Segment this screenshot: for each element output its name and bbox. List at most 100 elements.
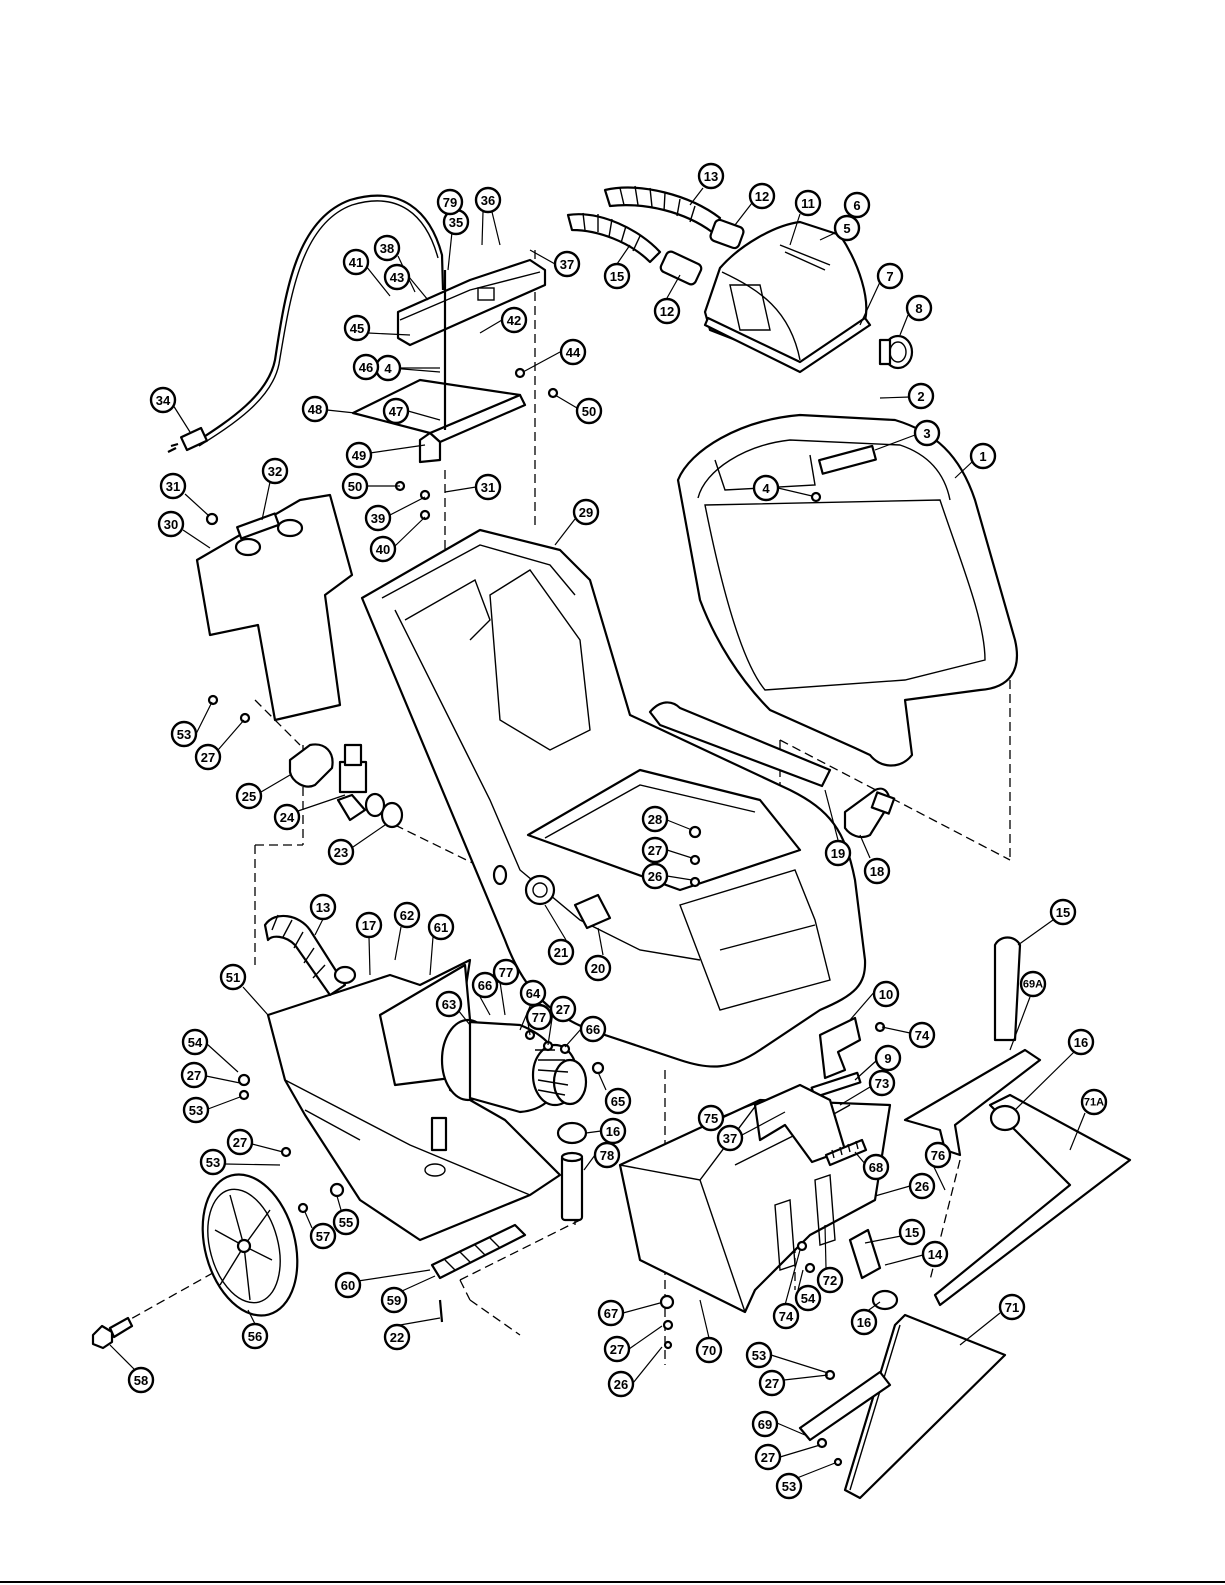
callout-circle xyxy=(471,971,499,999)
callout-circle xyxy=(1019,970,1047,998)
callout-circle xyxy=(653,297,681,325)
callout-60: 60 xyxy=(334,1271,362,1299)
callout-number: 37 xyxy=(723,1131,737,1146)
side-panel xyxy=(195,493,354,722)
callout-number: 5 xyxy=(843,221,850,236)
lower-tool xyxy=(798,1228,1007,1500)
callout-number: 16 xyxy=(857,1315,871,1330)
callout-circle xyxy=(607,1370,635,1398)
callout-number: 4 xyxy=(762,481,770,496)
callout-number: 42 xyxy=(507,313,521,328)
callout-circle xyxy=(908,1172,936,1200)
callout-77: 77 xyxy=(492,958,520,986)
upper-hoses xyxy=(566,185,745,286)
callout-circle xyxy=(553,250,581,278)
callout-number: 1 xyxy=(979,449,986,464)
callout-62: 62 xyxy=(393,901,421,929)
callout-circle xyxy=(924,1141,952,1169)
callout-number: 72 xyxy=(823,1273,837,1288)
callout-number: 61 xyxy=(434,920,448,935)
callout-number: 53 xyxy=(177,727,191,742)
callout-circle xyxy=(345,441,373,469)
callout-circle xyxy=(559,338,587,366)
callout-number: 74 xyxy=(915,1028,930,1043)
callout-number: 37 xyxy=(560,257,574,272)
callout-circle xyxy=(969,442,997,470)
callout-13: 13 xyxy=(697,162,725,190)
callout-27: 27 xyxy=(603,1335,631,1363)
callout-73: 73 xyxy=(868,1069,896,1097)
main-housing xyxy=(360,528,867,1068)
callout-20: 20 xyxy=(584,954,612,982)
callout-30: 30 xyxy=(157,510,185,538)
callout-circle xyxy=(492,958,520,986)
callout-number: 66 xyxy=(586,1022,600,1037)
callout-number: 49 xyxy=(352,448,366,463)
callout-circle xyxy=(159,472,187,500)
callout-19: 19 xyxy=(824,839,852,867)
callout-circle xyxy=(748,182,776,210)
callout-number: 24 xyxy=(280,810,295,825)
callout-26: 26 xyxy=(607,1370,635,1398)
callout-circle xyxy=(547,938,575,966)
callout-number: 66 xyxy=(478,978,492,993)
callout-70: 70 xyxy=(695,1336,723,1364)
callout-11: 11 xyxy=(794,189,822,217)
callout-circle xyxy=(597,1299,625,1327)
callout-59: 59 xyxy=(380,1286,408,1314)
axle-bolt xyxy=(91,1316,134,1350)
callout-circle xyxy=(697,162,725,190)
callout-number: 20 xyxy=(591,961,605,976)
callout-54: 54 xyxy=(181,1028,209,1056)
callout-number: 64 xyxy=(526,986,541,1001)
callout-circle xyxy=(149,386,177,414)
callout-number: 28 xyxy=(648,812,662,827)
callout-circle xyxy=(474,186,502,214)
callout-50: 50 xyxy=(575,397,603,425)
callout-number: 68 xyxy=(869,1160,883,1175)
callout-number: 69 xyxy=(758,1417,772,1432)
callout-number: 27 xyxy=(233,1135,247,1150)
callout-16: 16 xyxy=(599,1117,627,1145)
callout-21: 21 xyxy=(547,938,575,966)
callout-28: 28 xyxy=(641,805,669,833)
callout-circle xyxy=(332,1208,360,1236)
callout-circle xyxy=(170,720,198,748)
callout-circle xyxy=(373,234,401,262)
callout-1: 1 xyxy=(969,442,997,470)
callout-number: 26 xyxy=(648,869,662,884)
callout-49: 49 xyxy=(345,441,373,469)
callout-31: 31 xyxy=(159,472,187,500)
callout-7: 7 xyxy=(876,262,904,290)
callout-circle xyxy=(716,1124,744,1152)
callout-9: 9 xyxy=(874,1044,902,1072)
callout-68: 68 xyxy=(862,1153,890,1181)
callout-circle xyxy=(695,1336,723,1364)
callout-53: 53 xyxy=(775,1472,803,1500)
callout-number: 6 xyxy=(853,198,860,213)
callout-number: 15 xyxy=(905,1225,919,1240)
callout-number: 54 xyxy=(188,1035,203,1050)
callout-27: 27 xyxy=(754,1443,782,1471)
callout-circle xyxy=(382,397,410,425)
callout-number: 26 xyxy=(614,1377,628,1392)
callout-circle xyxy=(549,995,577,1023)
callout-number: 76 xyxy=(931,1148,945,1163)
callout-circle xyxy=(907,382,935,410)
callout-39: 39 xyxy=(364,504,392,532)
callout-72: 72 xyxy=(816,1266,844,1294)
tube-78 xyxy=(556,1121,588,1222)
callout-number: 77 xyxy=(499,965,513,980)
callout-number: 34 xyxy=(156,393,171,408)
callout-69: 69 xyxy=(751,1410,779,1438)
callout-number: 71 xyxy=(1005,1300,1019,1315)
callout-27: 27 xyxy=(641,836,669,864)
callout-27: 27 xyxy=(549,995,577,1023)
callout-circle xyxy=(868,1069,896,1097)
callout-circle xyxy=(604,1087,632,1115)
callout-number: 27 xyxy=(648,843,662,858)
callout-69a: 69A xyxy=(1019,970,1047,998)
callout-54: 54 xyxy=(794,1284,822,1312)
callout-circle xyxy=(584,954,612,982)
callout-number: 48 xyxy=(308,402,322,417)
